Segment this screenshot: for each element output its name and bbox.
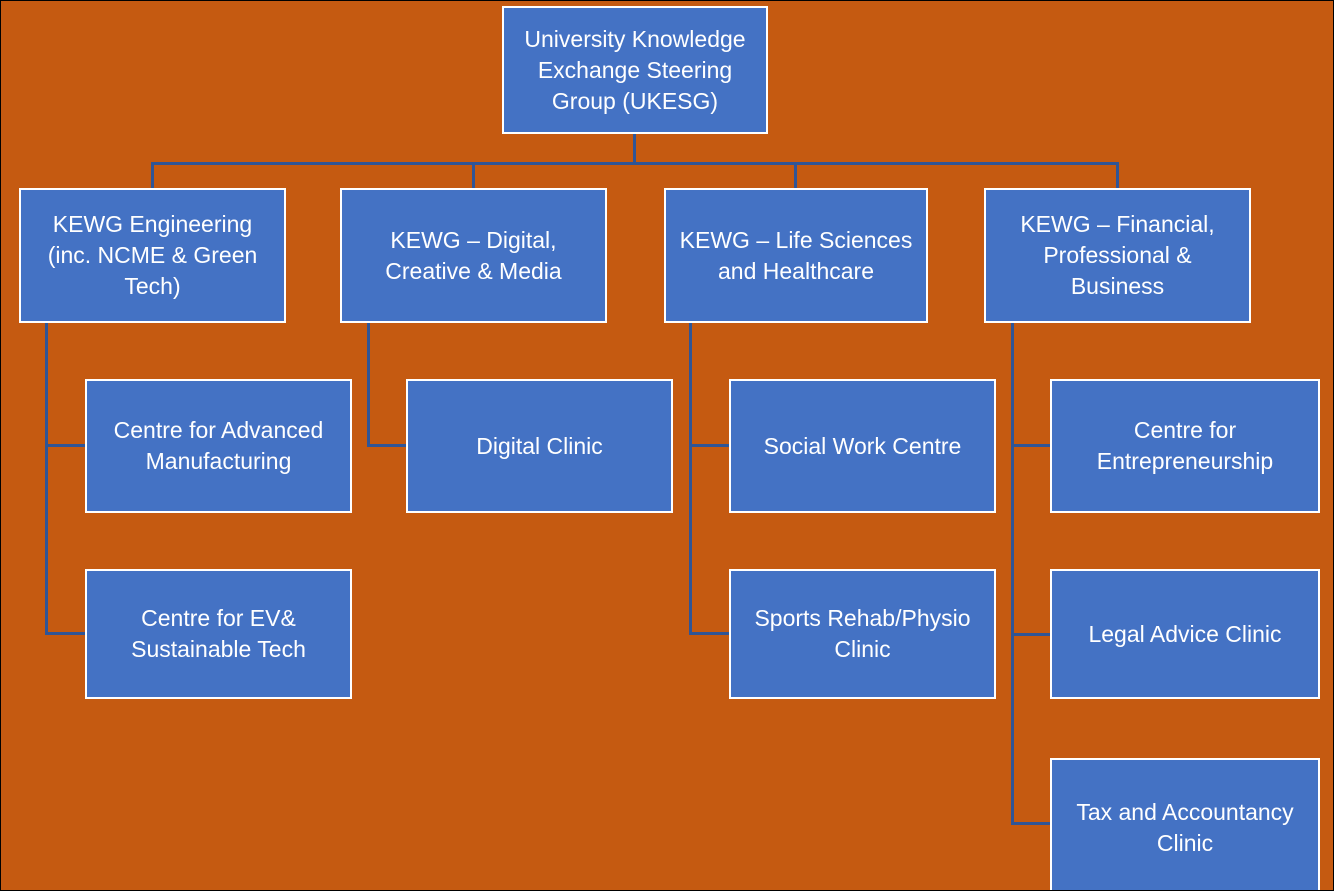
- connector-drop-digital: [472, 162, 475, 188]
- org-node-centre-ev-sustainable-tech: Centre for EV& Sustainable Tech: [85, 569, 352, 699]
- connector-financial-branch: [1011, 323, 1014, 825]
- org-node-engineering: KEWG Engineering (inc. NCME & Green Tech…: [19, 188, 286, 323]
- connector-stub-social-work: [689, 444, 729, 447]
- org-node-label: Digital Clinic: [476, 432, 603, 459]
- org-node-label: Legal Advice Clinic: [1088, 620, 1282, 647]
- org-node-label: Sports Rehab/Physio Clinic: [754, 605, 971, 662]
- org-node-label: KEWG – Life Sciences and Healthcare: [679, 226, 913, 284]
- connector-drop-life-sciences: [794, 162, 797, 188]
- org-node-label: KEWG Engineering (inc. NCME & Green Tech…: [47, 211, 258, 299]
- connector-stub-digital-clinic: [367, 444, 406, 447]
- org-node-label: KEWG – Financial, Professional & Busines…: [1020, 211, 1215, 299]
- org-node-sports-rehab-physio-clinic: Sports Rehab/Physio Clinic: [729, 569, 996, 699]
- connector-stub-legal-advice: [1011, 633, 1050, 636]
- org-node-label: University Knowledge Exchange Steering G…: [524, 25, 746, 114]
- connector-engineering-branch: [45, 323, 48, 635]
- org-node-digital-clinic: Digital Clinic: [406, 379, 673, 513]
- connector-stub-ev-sustainable: [45, 632, 85, 635]
- org-node-label: Centre for Entrepreneurship: [1096, 417, 1274, 474]
- connector-stub-entrepreneurship: [1011, 444, 1050, 447]
- org-node-social-work-centre: Social Work Centre: [729, 379, 996, 513]
- org-node-label: Social Work Centre: [763, 432, 962, 459]
- connector-root-drop: [633, 134, 636, 165]
- connector-stub-tax-accountancy: [1011, 822, 1050, 825]
- connector-drop-engineering: [151, 162, 154, 188]
- org-node-centre-entrepreneurship: Centre for Entrepreneurship: [1050, 379, 1320, 513]
- org-node-digital-creative-media: KEWG – Digital, Creative & Media: [340, 188, 607, 323]
- org-node-life-sciences-healthcare: KEWG – Life Sciences and Healthcare: [664, 188, 928, 323]
- org-node-centre-advanced-manufacturing: Centre for Advanced Manufacturing: [85, 379, 352, 513]
- org-node-tax-accountancy-clinic: Tax and Accountancy Clinic: [1050, 758, 1320, 890]
- org-node-financial-professional-business: KEWG – Financial, Professional & Busines…: [984, 188, 1251, 323]
- org-node-label: KEWG – Digital, Creative & Media: [385, 226, 562, 284]
- org-node-legal-advice-clinic: Legal Advice Clinic: [1050, 569, 1320, 699]
- org-node-label: Centre for Advanced Manufacturing: [113, 417, 324, 474]
- connector-rake-horizontal: [151, 162, 1119, 165]
- connector-life-sciences-branch: [689, 323, 692, 635]
- connector-drop-financial: [1116, 162, 1119, 188]
- org-node-label: Tax and Accountancy Clinic: [1076, 799, 1294, 856]
- org-node-ukesg: University Knowledge Exchange Steering G…: [502, 6, 768, 134]
- connector-digital-branch: [367, 323, 370, 447]
- connector-stub-sports-rehab: [689, 632, 729, 635]
- org-node-label: Centre for EV& Sustainable Tech: [131, 605, 306, 662]
- connector-stub-advanced-manufacturing: [45, 444, 85, 447]
